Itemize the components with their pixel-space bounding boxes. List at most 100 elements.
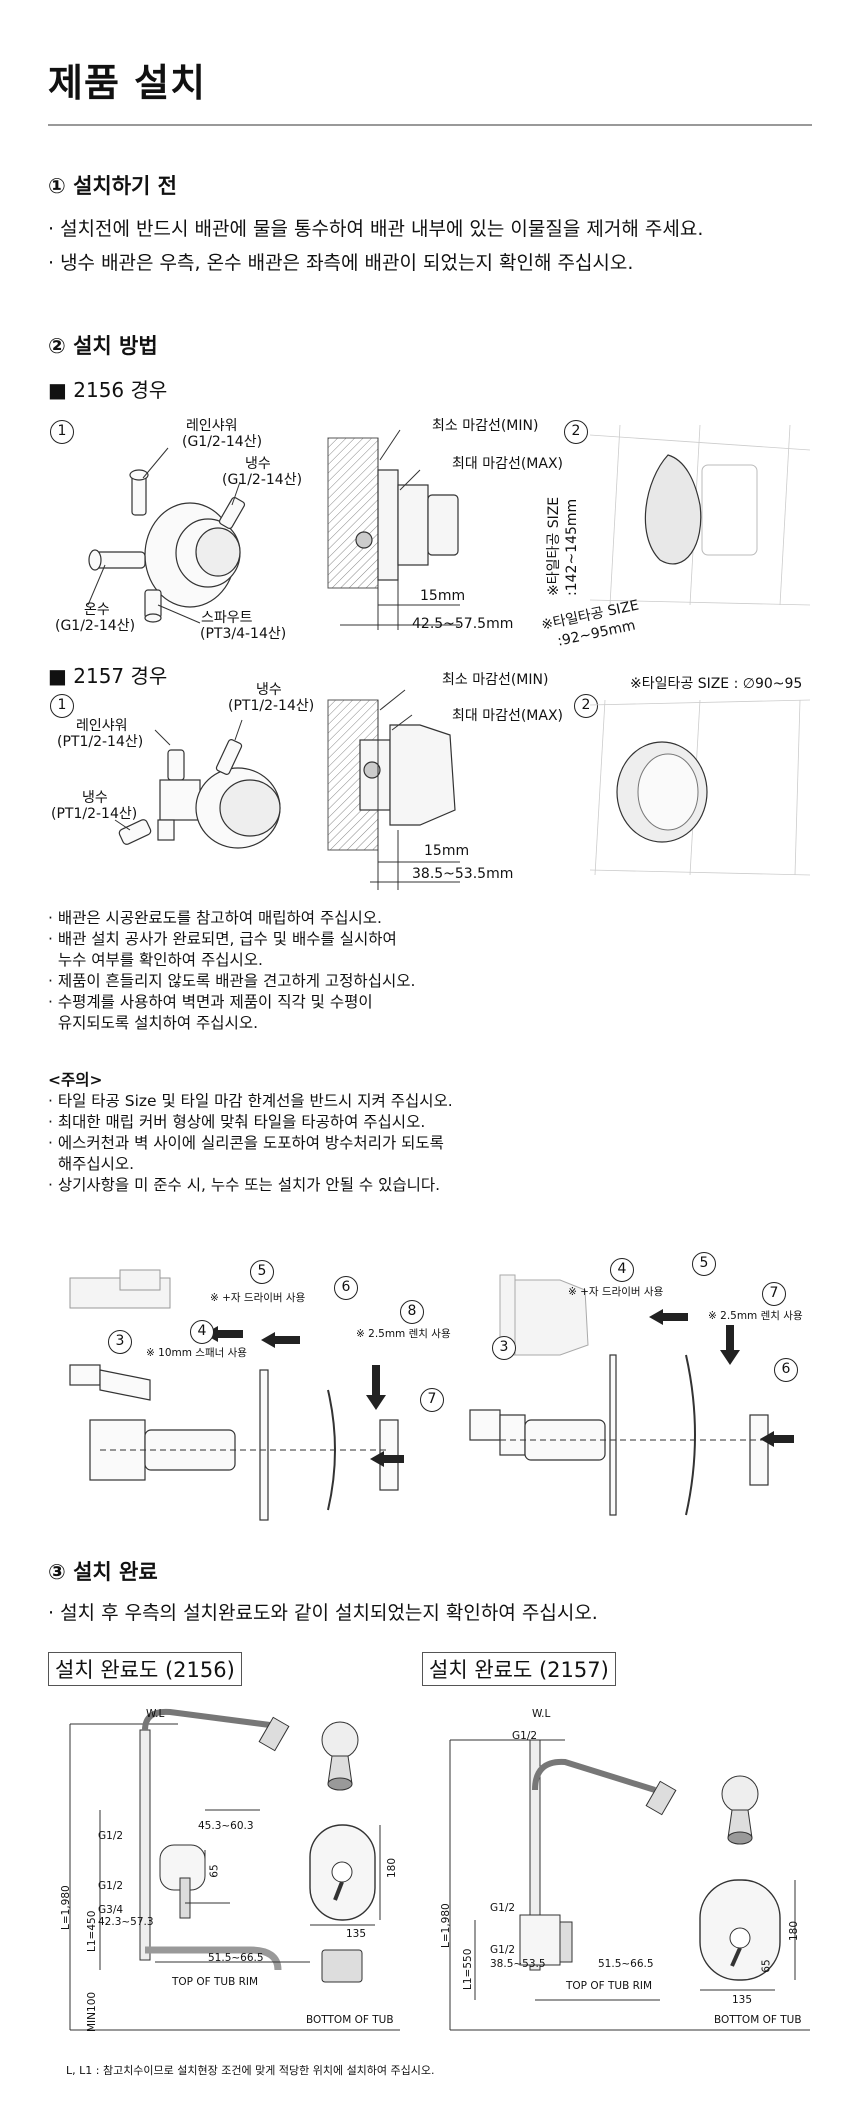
diagram-label-2156: 설치 완료도 (2156): [48, 1652, 242, 1686]
min-100: MIN100: [86, 1991, 98, 2032]
spanner-note: ※ 10mm 스패너 사용: [146, 1347, 247, 1359]
length-l-2157: L=1,980: [440, 1903, 452, 1948]
rain-shower-spec-2157: (PT1/2-14산): [57, 734, 144, 750]
cold-water-spec-2157: (PT1/2-14산): [51, 806, 138, 822]
wrench-note-left: ※ 2.5mm 렌치 사용: [356, 1328, 451, 1340]
dimension-label: 42.3~57.3: [98, 1916, 154, 1928]
max-finish-line-label: 최대 마감선(MAX): [452, 456, 564, 472]
cold-water-label-2157: 냉수: [82, 790, 108, 806]
install-notes: · 배관은 시공완료도를 참고하여 매립하여 주십시오. · 배관 설치 공사가…: [48, 908, 415, 1034]
g12-label-2157: G1/2: [490, 1902, 516, 1914]
cold-top-label: 냉수: [256, 682, 282, 698]
dimension-label: 51.5~66.5: [208, 1952, 264, 1964]
valve-2157-drawing: [114, 719, 281, 849]
hot-water-spec: (G1/2-14산): [55, 618, 136, 634]
step-1-badge-2157: 1: [50, 694, 74, 718]
rain-shower-label: 레인샤워: [186, 418, 238, 434]
cold-water-spec: (G1/2-14산): [222, 472, 303, 488]
section-view-2157: [327, 689, 460, 890]
caution-line: · 타일 타공 Size 및 타일 마감 한계선을 반드시 지켜 주십시오.: [48, 1092, 453, 1110]
caution-line: · 상기사항을 미 준수 시, 누수 또는 설치가 안될 수 있습니다.: [48, 1176, 441, 1194]
wl-label: W.L: [146, 1708, 165, 1720]
g12-label: G1/2: [98, 1880, 124, 1892]
exploded-assembly-left: [69, 1269, 404, 1521]
step-3-badge: 3: [108, 1330, 132, 1354]
step-6-badge: 6: [334, 1276, 358, 1300]
caution-line: · 최대한 매립 커버 형상에 맞춰 타일을 타공하여 주십시오.: [48, 1113, 426, 1131]
footnote: L, L1 : 참고치수이므로 설치현장 조건에 맞게 적당한 위치에 설치하여…: [66, 2064, 435, 2077]
driver-note-left: ※ +자 드라이버 사용: [210, 1292, 306, 1304]
g34-label: G3/4: [98, 1904, 124, 1916]
dimension-range-2157: 38.5~53.5mm: [412, 866, 514, 882]
hot-water-label: 온수: [84, 602, 110, 618]
valve-2156-drawing: [87, 447, 246, 624]
caution-block: <주의> · 타일 타공 Size 및 타일 마감 한계선을 반드시 지켜 주십…: [48, 1070, 453, 1196]
section-view-2156: [327, 429, 460, 630]
before-install-line-2: · 냉수 배관은 우측, 온수 배관은 좌측에 배관이 되었는지 확인해 주십시…: [48, 252, 634, 274]
step-2-badge-2157: 2: [574, 694, 598, 718]
install-complete-line: · 설치 후 우측의 설치완료도와 같이 설치되었는지 확인하여 주십시오.: [48, 1602, 598, 1624]
length-l1: L1=450: [86, 1910, 98, 1952]
note-line: · 배관은 시공완료도를 참고하여 매립하여 주십시오.: [48, 909, 382, 927]
rain-shower-label-2157: 레인샤워: [76, 718, 128, 734]
g12-label: G1/2: [98, 1830, 124, 1842]
dimension-range-2156: 42.5~57.5mm: [412, 616, 514, 632]
case-2157-title: ■ 2157 경우: [48, 664, 168, 688]
tub-rim-label: TOP OF TUB RIM: [172, 1976, 259, 1988]
diagram-label-2157: 설치 완료도 (2157): [422, 1652, 616, 1686]
step-7-badge: 7: [420, 1388, 444, 1412]
step-8-badge: 8: [400, 1300, 424, 1324]
g12-label-2157: G1/2: [512, 1730, 538, 1742]
tub-rim-label-2157: TOP OF TUB RIM: [566, 1980, 653, 1992]
note-line: 누수 여부를 확인하여 주십시오.: [48, 951, 263, 969]
note-line: 유지되도록 설치하여 주십시오.: [48, 1014, 259, 1032]
dimension-15mm: 15mm: [420, 588, 466, 604]
complete-diagram-2156: [69, 1708, 400, 2031]
dimension-135: 135: [346, 1928, 367, 1940]
caution-line: 해주십시오.: [48, 1155, 135, 1173]
wl-label-2157: W.L: [532, 1708, 551, 1720]
step-4-badge: 4: [190, 1320, 214, 1344]
note-line: · 제품이 흔들리지 않도록 배관을 견고하게 고정하십시오.: [48, 972, 416, 990]
cold-water-label: 냉수: [245, 456, 271, 472]
tile-hole-vertical-size: :142~145mm: [564, 498, 580, 596]
tile-hole-size-2157: ※타일타공 SIZE : ∅90~95: [630, 676, 803, 692]
section-before-install-heading: ① 설치하기 전: [48, 174, 178, 198]
step-4-badge-right: 4: [610, 1258, 634, 1282]
rain-shower-spec: (G1/2-14산): [182, 434, 263, 450]
section-install-method-heading: ② 설치 방법: [48, 334, 158, 358]
page-title: 제품 설치: [48, 61, 207, 105]
exploded-assembly-right: [469, 1274, 794, 1516]
title-divider: [48, 124, 812, 126]
bottom-tub-label-2157: BOTTOM OF TUB: [714, 2014, 802, 2026]
step-2-badge: 2: [564, 420, 588, 444]
g12-label-2157: G1/2: [490, 1944, 516, 1956]
tile-hole-vertical-label: ※타일타공 SIZE: [546, 496, 562, 596]
before-install-line-1: · 설치전에 반드시 배관에 물을 통수하여 배관 내부에 있는 이물질을 제거…: [48, 218, 704, 240]
dimension-label-2157: 38.5~53.5: [490, 1958, 546, 1970]
note-line: · 배관 설치 공사가 완료되면, 급수 및 배수를 실시하여: [48, 930, 397, 948]
max-finish-line-label-2157: 최대 마감선(MAX): [452, 708, 564, 724]
dimension-180-2157: 180: [788, 1920, 801, 1942]
length-l1-2157: L1=550: [462, 1948, 474, 1990]
dimension-180: 180: [386, 1857, 399, 1879]
wrench-note-right: ※ 2.5mm 렌치 사용: [708, 1310, 803, 1322]
step-5-badge: 5: [250, 1260, 274, 1284]
min-finish-line-label-2157: 최소 마감선(MIN): [442, 672, 549, 688]
dimension-15mm-2157: 15mm: [424, 843, 470, 859]
step-1-badge: 1: [50, 420, 74, 444]
caution-line: · 에스커천과 벽 사이에 실리콘을 도포하여 방수처리가 되도록: [48, 1134, 444, 1152]
step-6-badge-right: 6: [774, 1358, 798, 1382]
step-5-badge-right: 5: [692, 1252, 716, 1276]
escutcheon-2156-drawing: [589, 424, 811, 606]
dimension-label: 45.3~60.3: [198, 1820, 254, 1832]
section-install-complete-heading: ③ 설치 완료: [48, 1560, 158, 1584]
case-2156-title: ■ 2156 경우: [48, 378, 168, 402]
length-l: L=1,980: [60, 1885, 72, 1930]
dimension-135-2157: 135: [732, 1994, 753, 2006]
dimension-label-2157: 51.5~66.5: [598, 1958, 654, 1970]
bottom-tub-label: BOTTOM OF TUB: [306, 2014, 394, 2026]
complete-diagram-2157: [449, 1739, 810, 2031]
spout-label: 스파우트: [201, 610, 253, 626]
cold-top-spec: (PT1/2-14산): [228, 698, 315, 714]
